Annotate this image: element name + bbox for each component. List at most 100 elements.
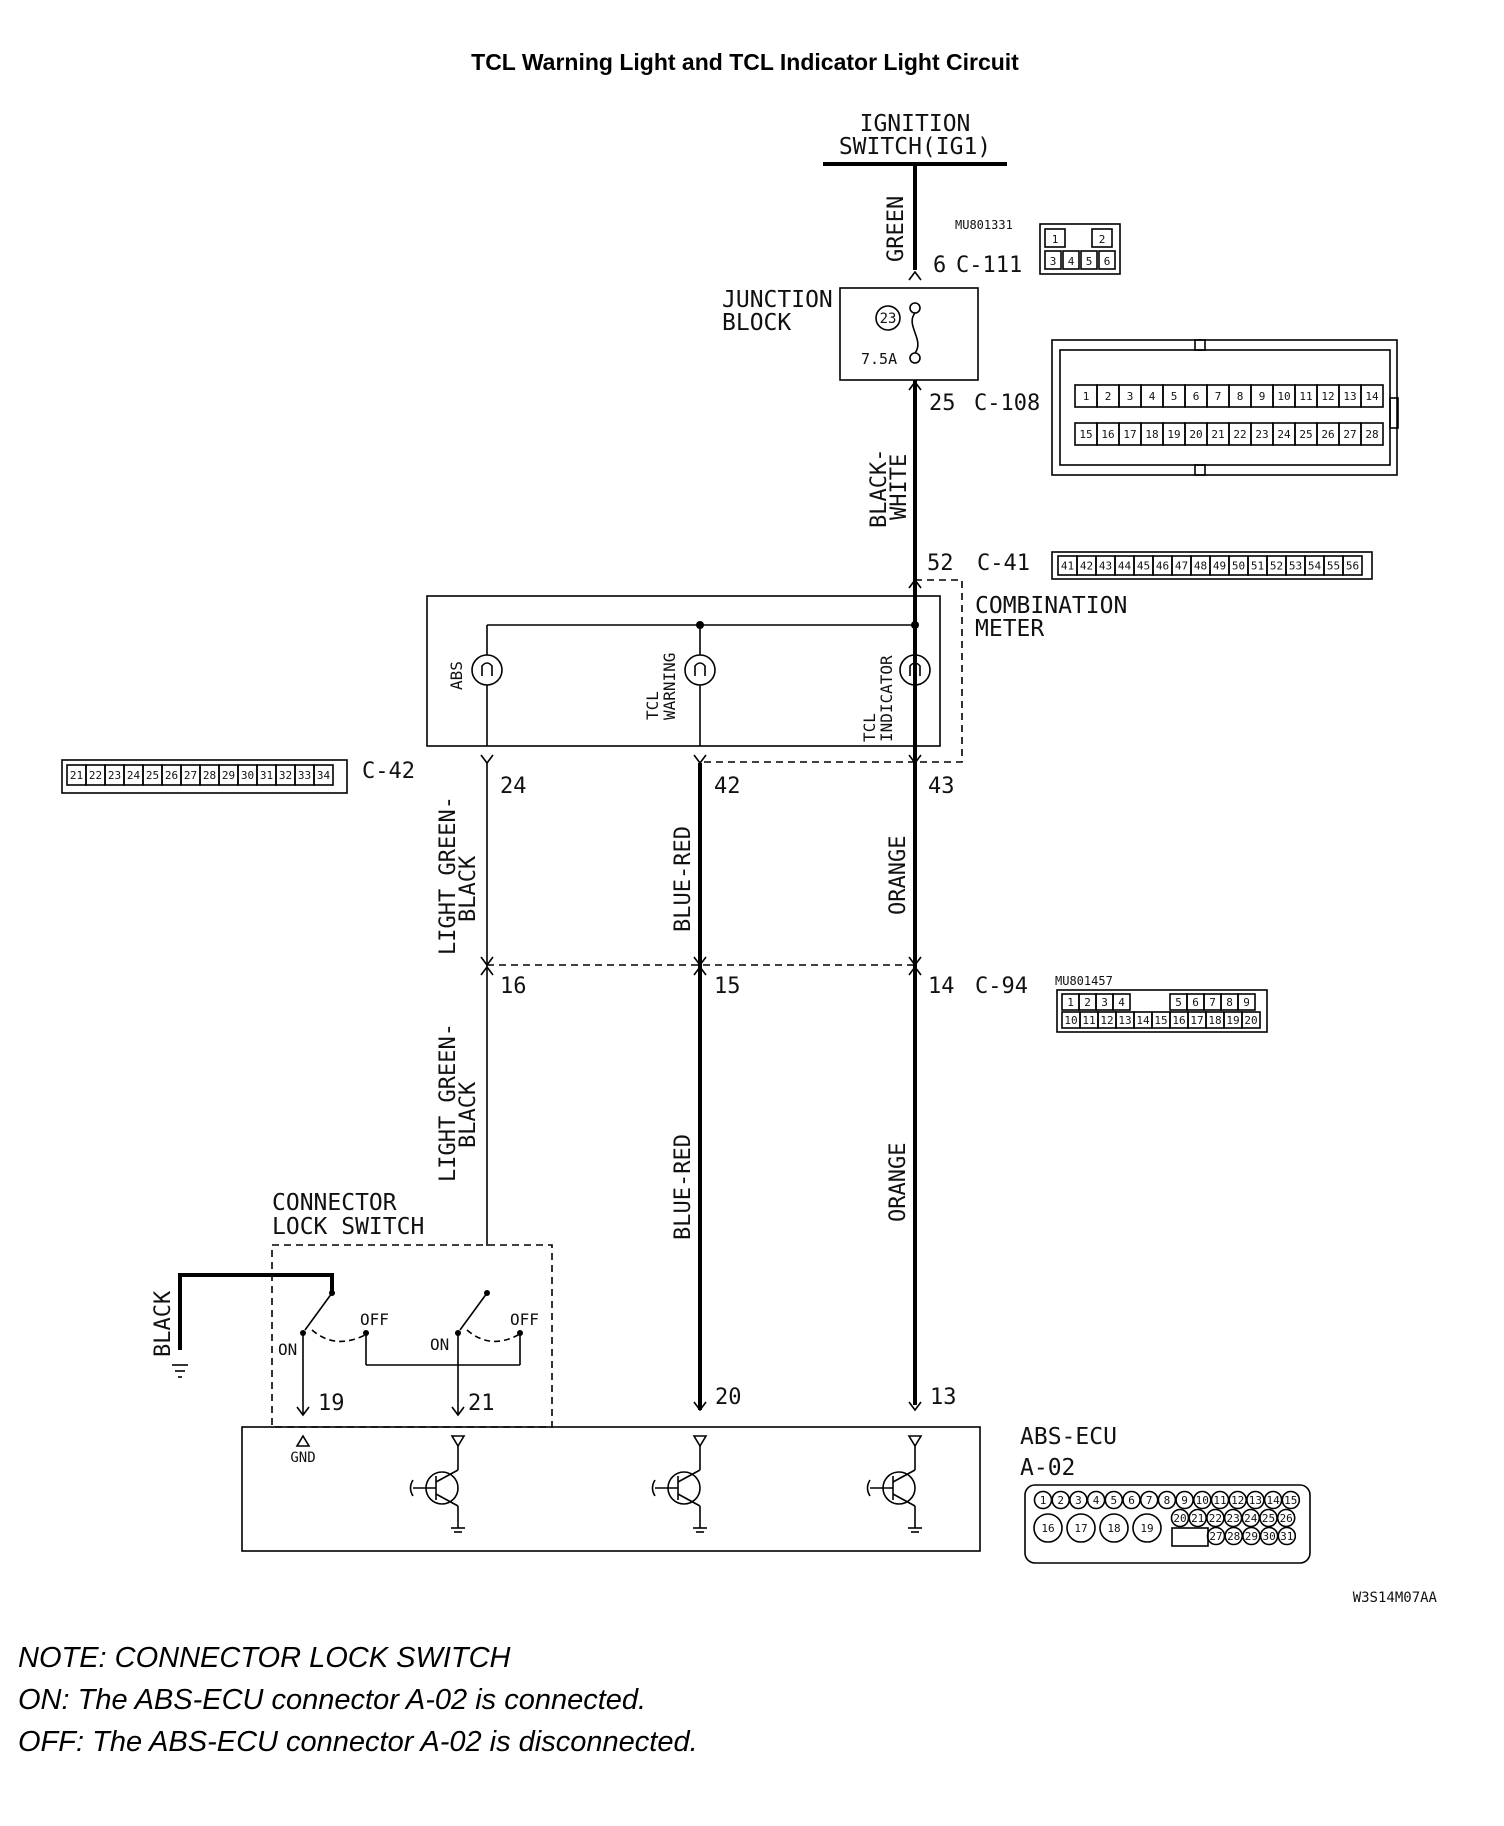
c94-cell: 8 — [1226, 996, 1233, 1009]
c42-cell: 25 — [146, 769, 159, 782]
switch1-off: OFF — [360, 1310, 389, 1329]
c108-cell: 1 — [1083, 390, 1090, 403]
c111-cell: 1 — [1052, 233, 1059, 246]
c108-cell: 23 — [1255, 428, 1268, 441]
c94-cell-box — [1112, 993, 1131, 1011]
c42-cell: 23 — [108, 769, 121, 782]
wire-label-lgb-2b: BLACK — [456, 1081, 481, 1148]
abs-lamp-icon — [471, 654, 503, 686]
combination-meter-box — [426, 595, 941, 747]
meter-label-2: METER — [975, 616, 1044, 642]
c94-cell: 19 — [1226, 1014, 1239, 1027]
c111-name: C-111 — [956, 253, 1022, 278]
a02-cell: 9 — [1181, 1494, 1188, 1507]
c42-cell: 26 — [165, 769, 178, 782]
c42-cell: 32 — [279, 769, 292, 782]
c108-cell: 19 — [1167, 428, 1180, 441]
c108-cell: 26 — [1321, 428, 1334, 441]
a02-cell: 17 — [1074, 1522, 1087, 1535]
a02-cell-ring — [1276, 1508, 1296, 1528]
c108-cell-box — [1360, 422, 1384, 446]
a02-cell: 25 — [1262, 1512, 1275, 1525]
pin-arrow-c94-16 — [480, 956, 494, 967]
wire-label-green: GREEN — [884, 196, 909, 262]
ecu-label-2: A-02 — [1020, 1455, 1075, 1481]
c42-cell: 31 — [260, 769, 273, 782]
c108-cell: 15 — [1079, 428, 1092, 441]
junction-label-1: JUNCTION — [722, 287, 833, 313]
c108-cell: 4 — [1149, 390, 1156, 403]
pin-arrow-ecu-20 — [693, 1401, 707, 1412]
c94-cell: 9 — [1243, 996, 1250, 1009]
c111-cell: 2 — [1099, 233, 1106, 246]
pin-arrow-c94-16b — [480, 965, 494, 976]
c108-cell: 18 — [1145, 428, 1158, 441]
wire-label-lgb-1a: LIGHT GREEN- — [436, 796, 461, 955]
tcl-warning-label-2: WARNING — [660, 653, 679, 720]
c42-cell-box — [313, 764, 334, 786]
c94-cell: 10 — [1064, 1014, 1077, 1027]
c94-cell: 17 — [1190, 1014, 1203, 1027]
c41-cell: 53 — [1289, 560, 1302, 573]
c94-cell: 12 — [1100, 1014, 1113, 1027]
c94-cell: 14 — [1136, 1014, 1150, 1027]
c94-pin-or: 14 — [928, 974, 955, 999]
ecu-pin-gnd: 19 — [318, 1391, 345, 1416]
tcl-indicator-label-2: INDICATOR — [877, 655, 896, 742]
c111-cell: 5 — [1086, 255, 1093, 268]
c111-cell: 3 — [1050, 255, 1057, 268]
c108-cell: 25 — [1299, 428, 1312, 441]
c108-cell: 11 — [1299, 390, 1312, 403]
a02-cell: 8 — [1164, 1494, 1171, 1507]
meter-pin-abs: 24 — [500, 774, 527, 799]
a02-cell: 3 — [1075, 1494, 1082, 1507]
c94-cell: 18 — [1208, 1014, 1221, 1027]
c41-name: C-41 — [977, 551, 1030, 576]
wire-label-black: BLACK- — [867, 449, 892, 528]
wire-label-black-gnd: BLACK — [151, 1290, 176, 1357]
c108-cell: 27 — [1343, 428, 1356, 441]
pin-arrow-c111 — [908, 270, 922, 281]
transistor-icon — [409, 1435, 466, 1533]
a02-cell: 27 — [1209, 1530, 1222, 1543]
c108-cell: 14 — [1365, 390, 1379, 403]
a02-cell-ring — [1277, 1526, 1297, 1546]
pin-arrow-c42-24 — [480, 754, 494, 765]
switch2-on: ON — [430, 1335, 449, 1354]
a02-cell: 1 — [1040, 1494, 1047, 1507]
a02-cell: 26 — [1280, 1512, 1293, 1525]
ecu-pin-br: 20 — [715, 1385, 742, 1410]
lock-switch-1 — [300, 1290, 369, 1415]
fuse-number: 23 — [880, 311, 897, 327]
c41-cell: 52 — [1270, 560, 1283, 573]
a02-cell-ring — [1066, 1513, 1096, 1543]
wire-label-lgb-2a: LIGHT GREEN- — [436, 1023, 461, 1182]
c41-cell: 48 — [1194, 560, 1207, 573]
tcl-warning-label-1: TCL — [643, 691, 662, 720]
c41-cell: 47 — [1175, 560, 1188, 573]
c42-cell: 27 — [184, 769, 197, 782]
c94-cell: 13 — [1118, 1014, 1131, 1027]
c111-pin: 6 — [933, 253, 946, 278]
c41-cell: 46 — [1156, 560, 1169, 573]
c42-cell: 24 — [127, 769, 141, 782]
ecu-label-1: ABS-ECU — [1020, 1424, 1117, 1450]
c94-cell: 7 — [1209, 996, 1216, 1009]
c41-cell: 49 — [1213, 560, 1226, 573]
c111-part: MU801331 — [955, 218, 1013, 232]
c94-cell: 16 — [1172, 1014, 1185, 1027]
c41-cell: 45 — [1137, 560, 1150, 573]
tcl-warning-lamp-icon — [684, 654, 716, 686]
pin-arrow-ecu-13 — [908, 1401, 922, 1412]
c94-cell: 11 — [1082, 1014, 1095, 1027]
c94-cell: 20 — [1244, 1014, 1257, 1027]
wire-label-lgb-1b: BLACK — [456, 855, 481, 922]
note-line-2: ON: The ABS-ECU connector A-02 is connec… — [18, 1684, 646, 1716]
a02-cell: 30 — [1262, 1530, 1275, 1543]
